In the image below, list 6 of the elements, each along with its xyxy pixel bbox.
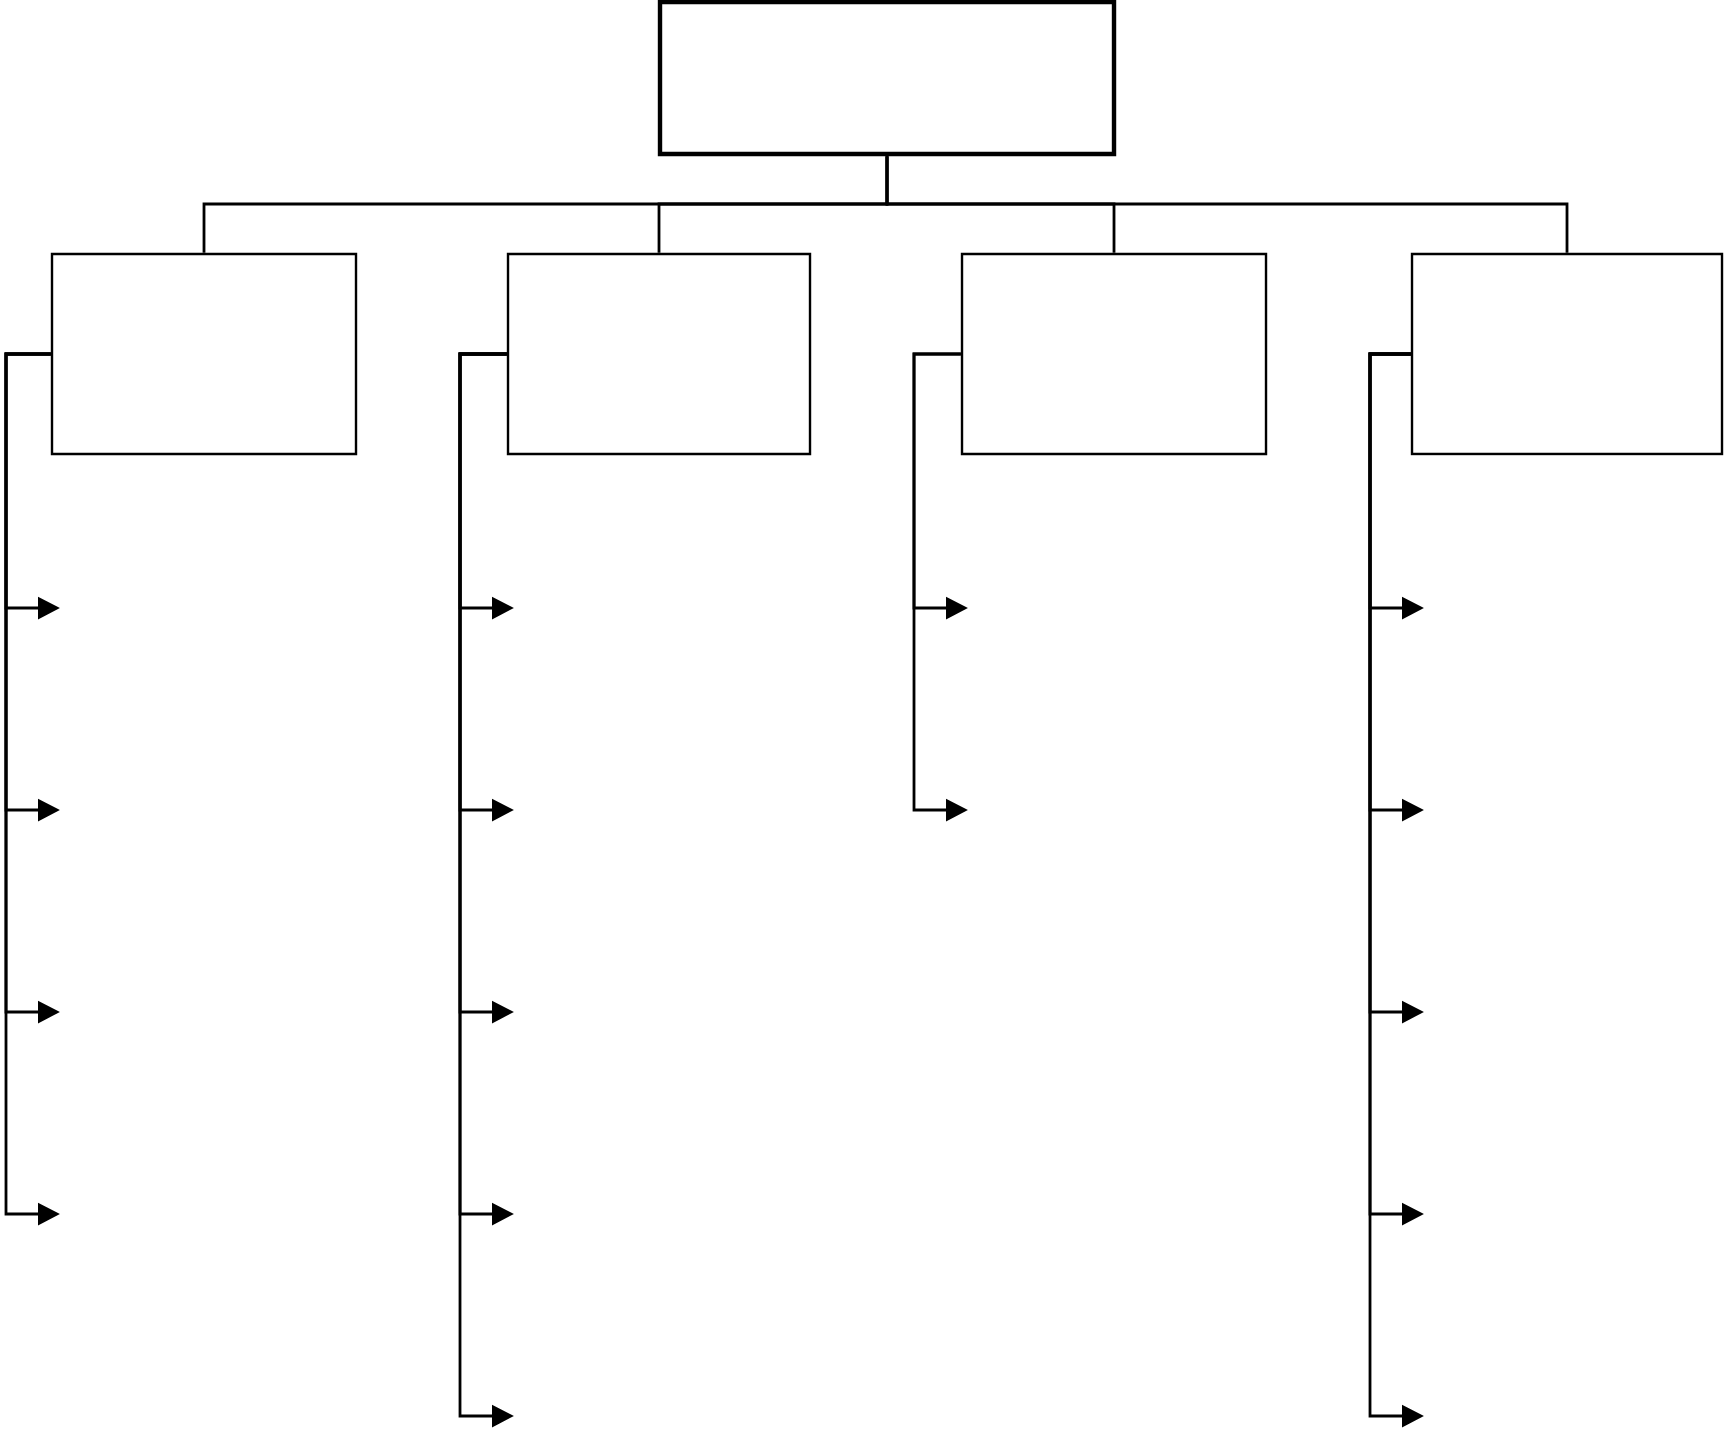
org-box — [960, 252, 1268, 456]
org-box — [50, 252, 358, 456]
connector-line — [885, 156, 1569, 253]
root-box — [657, 0, 1117, 157]
org-box — [1410, 252, 1724, 456]
org-box — [506, 252, 812, 456]
